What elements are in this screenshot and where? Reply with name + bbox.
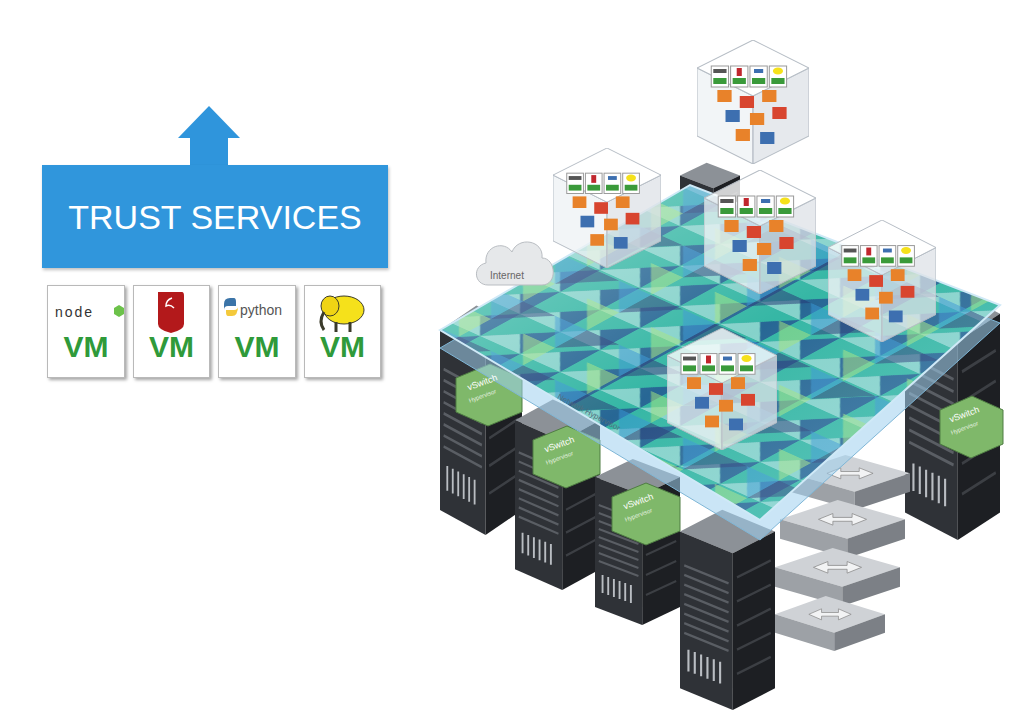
- vm-box: nodeVM: [47, 285, 125, 378]
- vm-cube: [828, 220, 936, 342]
- vswitch-slab: [612, 483, 680, 545]
- vm-cube: [704, 170, 816, 294]
- cloud-label: Internet: [490, 270, 524, 281]
- cloud-shape: [476, 242, 553, 285]
- elephant-body: [324, 296, 364, 324]
- vm-label: VM: [48, 330, 124, 364]
- vm-cube: [697, 40, 809, 164]
- elephant-legs: [336, 322, 350, 332]
- logo-text: RAILS: [159, 317, 185, 323]
- node-logo-hexagon: [114, 305, 124, 317]
- hadoop-elephant: [321, 296, 364, 332]
- vswitch-label: vSwitch: [622, 491, 655, 511]
- service-band: TRUST SERVICES: [42, 165, 388, 268]
- vswitch-slab: [940, 396, 1003, 458]
- network-switch: [775, 548, 900, 606]
- vm-cubes: [553, 40, 936, 450]
- hypervisor-label: Hypervisor: [545, 450, 574, 465]
- vm-cube: [667, 328, 777, 450]
- python-logo: [224, 298, 236, 310]
- vswitch-label: vSwitch: [466, 372, 499, 392]
- python-logo: [226, 306, 238, 316]
- hypervisor-label: Hypervisor: [950, 420, 979, 435]
- vm-label: VM: [219, 330, 295, 364]
- vswitch-label: vSwitch: [543, 434, 576, 454]
- internet-cloud: [476, 242, 553, 285]
- vm-label: VM: [305, 330, 380, 364]
- logo-text: python: [240, 302, 282, 318]
- network-switch: [780, 500, 905, 558]
- logo-text: node: [55, 304, 94, 320]
- hypervisor-label: Hypervisor: [624, 507, 653, 522]
- vm-box: RAILS VM: [133, 285, 210, 378]
- hypervisor-label: Hypervisor: [468, 388, 497, 403]
- elephant-trunk: [321, 312, 324, 330]
- vm-label: VM: [134, 330, 209, 364]
- vswitch-label: vSwitch: [948, 404, 981, 424]
- band-title: TRUST SERVICES: [42, 198, 388, 237]
- vm-box: pythonVM: [218, 285, 296, 378]
- server-racks: [440, 163, 1000, 710]
- rails-logo: [158, 292, 184, 333]
- vm-box: VM: [304, 285, 381, 378]
- vm-cube: [553, 148, 661, 268]
- rails-logo-mark: [166, 298, 174, 308]
- up-arrow: [178, 106, 240, 165]
- plane-label: Network Hypervisor: [556, 392, 622, 433]
- network-switch: [775, 596, 885, 651]
- elephant-ear: [321, 296, 339, 316]
